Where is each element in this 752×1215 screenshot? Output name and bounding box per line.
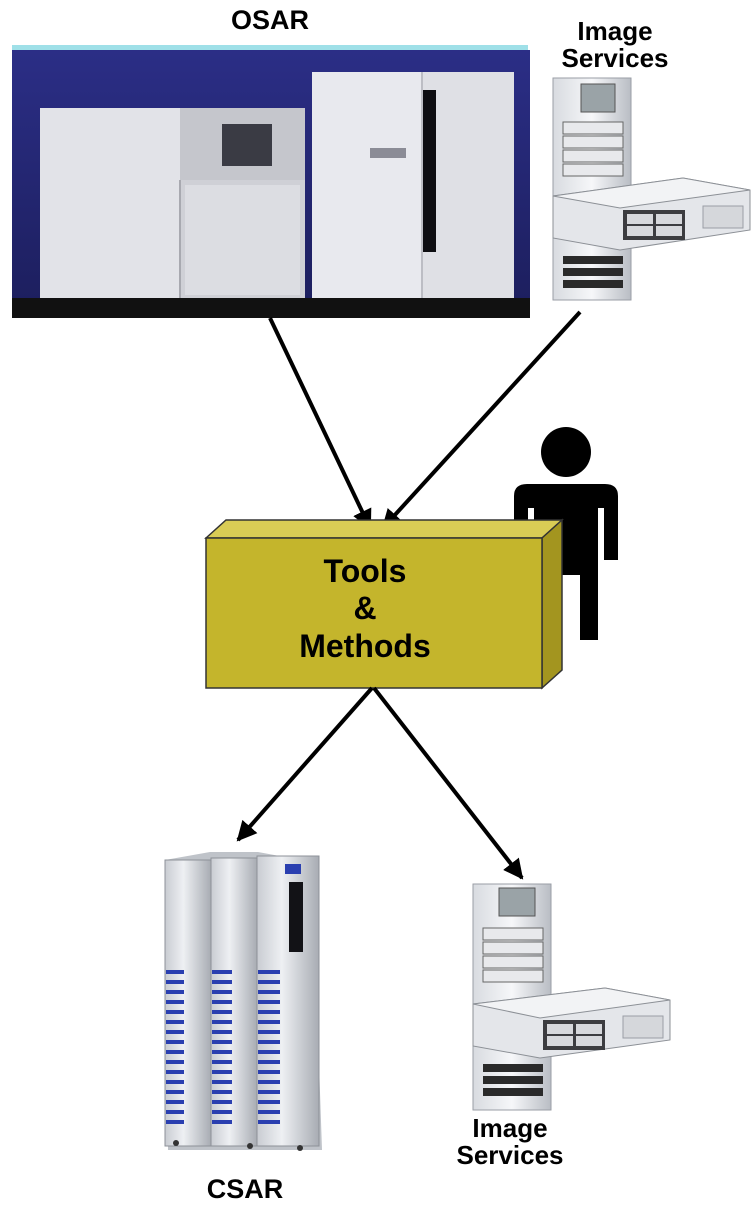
csar-storage-cabinet-icon xyxy=(164,852,322,1151)
image-services-top-line2: Services xyxy=(561,43,669,74)
arrow-osar-to-box xyxy=(268,317,372,530)
tools-methods-line3: Methods xyxy=(299,627,431,664)
osar-label: OSAR xyxy=(230,5,309,35)
tools-methods-box xyxy=(204,518,564,690)
arrow-box-to-csar xyxy=(236,686,374,842)
image-services-bottom-line2: Services xyxy=(456,1140,564,1171)
tools-methods-line1: Tools xyxy=(323,553,407,589)
image-services-server-icon xyxy=(472,883,671,1111)
image-services-top-label: Image Services xyxy=(545,16,685,74)
arrow-server-to-box xyxy=(381,310,582,530)
arrow-box-to-server xyxy=(372,686,524,880)
osar-storage-library-icon xyxy=(12,45,530,318)
image-services-top-line1: Image xyxy=(577,16,653,46)
image-services-bottom-line1: Image xyxy=(472,1113,548,1143)
csar-label: CSAR xyxy=(206,1174,284,1204)
tools-methods-line2: & xyxy=(353,590,377,627)
image-services-bottom-label: Image Services xyxy=(440,1113,580,1171)
image-services-server-icon xyxy=(552,77,751,301)
tools-methods-label: Tools & Methods xyxy=(265,553,465,665)
